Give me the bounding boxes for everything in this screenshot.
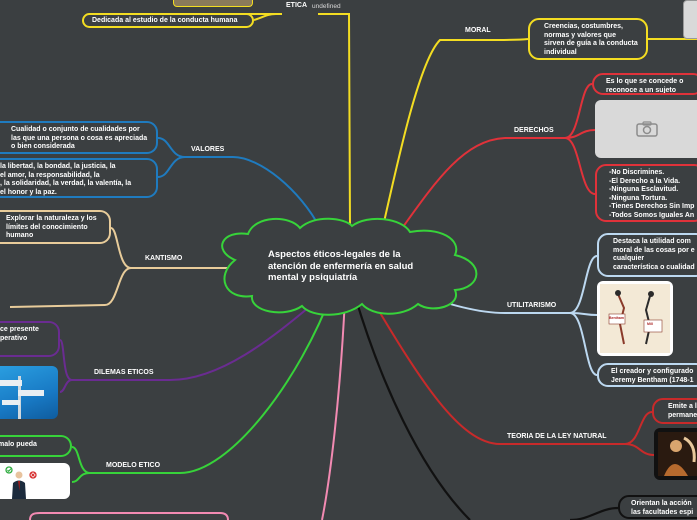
valores-example-line: el amor, la responsabilidad, la bbox=[0, 171, 100, 179]
moral-definition-node[interactable]: Creencias, costumbres, normas y valores … bbox=[528, 18, 648, 60]
dilemas-branch-1 bbox=[59, 339, 73, 381]
valores-branch-2 bbox=[157, 156, 186, 178]
kantismo-branch-1 bbox=[110, 227, 132, 269]
valores-label[interactable]: VALORES bbox=[191, 146, 225, 153]
utilitarismo-branch-3 bbox=[569, 312, 598, 376]
utilitarismo-definition-line: característica o cualidad bbox=[613, 263, 695, 271]
utilitarismo-caption-right: Mill bbox=[647, 322, 653, 326]
camera-icon bbox=[636, 121, 658, 137]
utilitarismo-creator-node[interactable]: El creador y configurado Jeremy Bentham … bbox=[597, 363, 697, 387]
valores-definition-node[interactable]: Cualidad o conjunto de cualidades por la… bbox=[0, 121, 158, 154]
utilitarismo-image: Bentham Mill bbox=[597, 281, 673, 356]
modelo-branch-2 bbox=[71, 472, 91, 483]
modelo-image bbox=[0, 463, 70, 499]
modelo-branch-1 bbox=[71, 446, 91, 474]
utilitarismo-definition-line: cualquier bbox=[613, 255, 645, 263]
kantismo-branch-2 bbox=[9, 267, 132, 308]
utilitarismo-branch-1 bbox=[569, 255, 598, 314]
valores-branch-1 bbox=[157, 137, 186, 158]
ley-natural-label[interactable]: TEORIA DE LA LEY NATURAL bbox=[507, 433, 607, 440]
utilitarismo-label[interactable]: UTILITARISMO bbox=[507, 302, 557, 309]
black-connector bbox=[353, 295, 471, 520]
derechos-list-item: -Ninguna Tortura. bbox=[609, 194, 668, 202]
black-branch-text-line: las facultades espi bbox=[631, 508, 694, 516]
valores-examples-node[interactable]: la libertad, la bondad, la justicia, la … bbox=[0, 158, 158, 198]
etica-connector bbox=[318, 13, 351, 229]
moral-label[interactable]: MORAL bbox=[465, 27, 491, 34]
utilitarismo-definition-line: Destaca la utilidad com bbox=[613, 238, 691, 245]
black-sub-connector bbox=[569, 506, 619, 520]
derechos-branch-1 bbox=[564, 83, 593, 139]
utilitarismo-definition-line: moral de las cosas por e bbox=[613, 246, 695, 254]
derechos-list-item: -No Discrimines. bbox=[609, 169, 665, 176]
ley-natural-branch-1 bbox=[624, 411, 653, 445]
derechos-list-item: -Ninguna Esclavitud. bbox=[609, 186, 679, 194]
ley-natural-text-line: permane bbox=[668, 411, 697, 419]
pink-bottom-node-border bbox=[29, 512, 229, 520]
valores-connector bbox=[185, 156, 321, 229]
etica-label[interactable]: ETICA bbox=[286, 2, 307, 9]
derechos-label[interactable]: DERECHOS bbox=[514, 127, 554, 134]
ley-natural-connector bbox=[369, 295, 625, 445]
utilitarismo-creator-line: El creador y configurado bbox=[611, 368, 694, 375]
dilemas-connector bbox=[72, 297, 321, 381]
moral-image-placeholder bbox=[683, 0, 697, 39]
ley-natural-image bbox=[654, 428, 697, 480]
philosophers-illustration-icon bbox=[608, 290, 663, 345]
valores-example-line: , la solidaridad, la verdad, la valentía… bbox=[0, 180, 132, 188]
modelo-label[interactable]: MODELO ETICO bbox=[106, 462, 161, 469]
utilitarismo-creator-line: Jeremy Bentham (1748-1 bbox=[611, 376, 694, 384]
businessman-choice-icon bbox=[5, 466, 37, 499]
dilemas-text-line: perativo bbox=[0, 334, 28, 342]
derechos-list-item: -Tienes Derechos Sin Imp bbox=[609, 203, 695, 211]
moral-connector bbox=[379, 38, 529, 241]
ley-natural-text-line: Emite a l bbox=[668, 403, 697, 410]
kantismo-label[interactable]: KANTISMO bbox=[145, 255, 183, 262]
signpost-icon bbox=[0, 376, 44, 419]
central-cloud[interactable] bbox=[221, 217, 478, 316]
dilemas-text-line: ce presente bbox=[0, 326, 39, 333]
ley-natural-branch-2 bbox=[624, 443, 655, 456]
derechos-list-item: -El Derecho a la Vida. bbox=[609, 177, 681, 185]
utilitarismo-caption-left: Bentham bbox=[609, 316, 624, 320]
derechos-connector bbox=[389, 137, 565, 246]
dilemas-branch-2 bbox=[59, 379, 73, 393]
kantismo-definition-node[interactable]: Explorar la naturaleza y los límites del… bbox=[0, 210, 111, 244]
derechos-image-placeholder bbox=[595, 100, 697, 158]
valores-example-line: el honor y la paz. bbox=[0, 188, 57, 196]
etica-undefined-text: undefined bbox=[312, 3, 341, 10]
modelo-connector bbox=[90, 289, 334, 474]
dilemas-label[interactable]: DILEMAS ETICOS bbox=[94, 369, 154, 376]
utilitarismo-definition-node[interactable]: Destaca la utilidad com moral de las cos… bbox=[597, 233, 697, 277]
etica-top-image bbox=[173, 0, 253, 7]
modelo-text-node[interactable]: malo pueda bbox=[0, 435, 72, 457]
derechos-list-item: -Todos Somos Iguales An bbox=[609, 211, 695, 219]
derechos-list-node[interactable]: -No Discrimines. -El Derecho a la Vida. … bbox=[595, 164, 697, 222]
valores-example-line: la libertad, la bondad, la justicia, la bbox=[0, 163, 116, 170]
derechos-branch-3 bbox=[564, 137, 596, 195]
derechos-branch-2 bbox=[564, 129, 596, 139]
classical-painting-icon bbox=[658, 432, 697, 476]
etica-sub-connector bbox=[253, 13, 277, 21]
black-branch-text-line: Orientan la acción bbox=[631, 500, 692, 507]
ley-natural-text-node[interactable]: Emite a l permane bbox=[652, 398, 697, 424]
pink-connector bbox=[321, 297, 346, 520]
dilemas-text-node[interactable]: ce presente perativo bbox=[0, 321, 60, 357]
black-branch-text-node[interactable]: Orientan la acción las facultades espi bbox=[618, 495, 697, 519]
central-topic-title[interactable]: Aspectos éticos-legales de la atención d… bbox=[268, 249, 414, 283]
derechos-definition-node[interactable]: Es lo que se concede o reconoce a un suj… bbox=[592, 73, 697, 95]
etica-definition-node[interactable]: Dedicada al estudio de la conducta human… bbox=[82, 13, 254, 28]
dilemas-image bbox=[0, 366, 58, 419]
